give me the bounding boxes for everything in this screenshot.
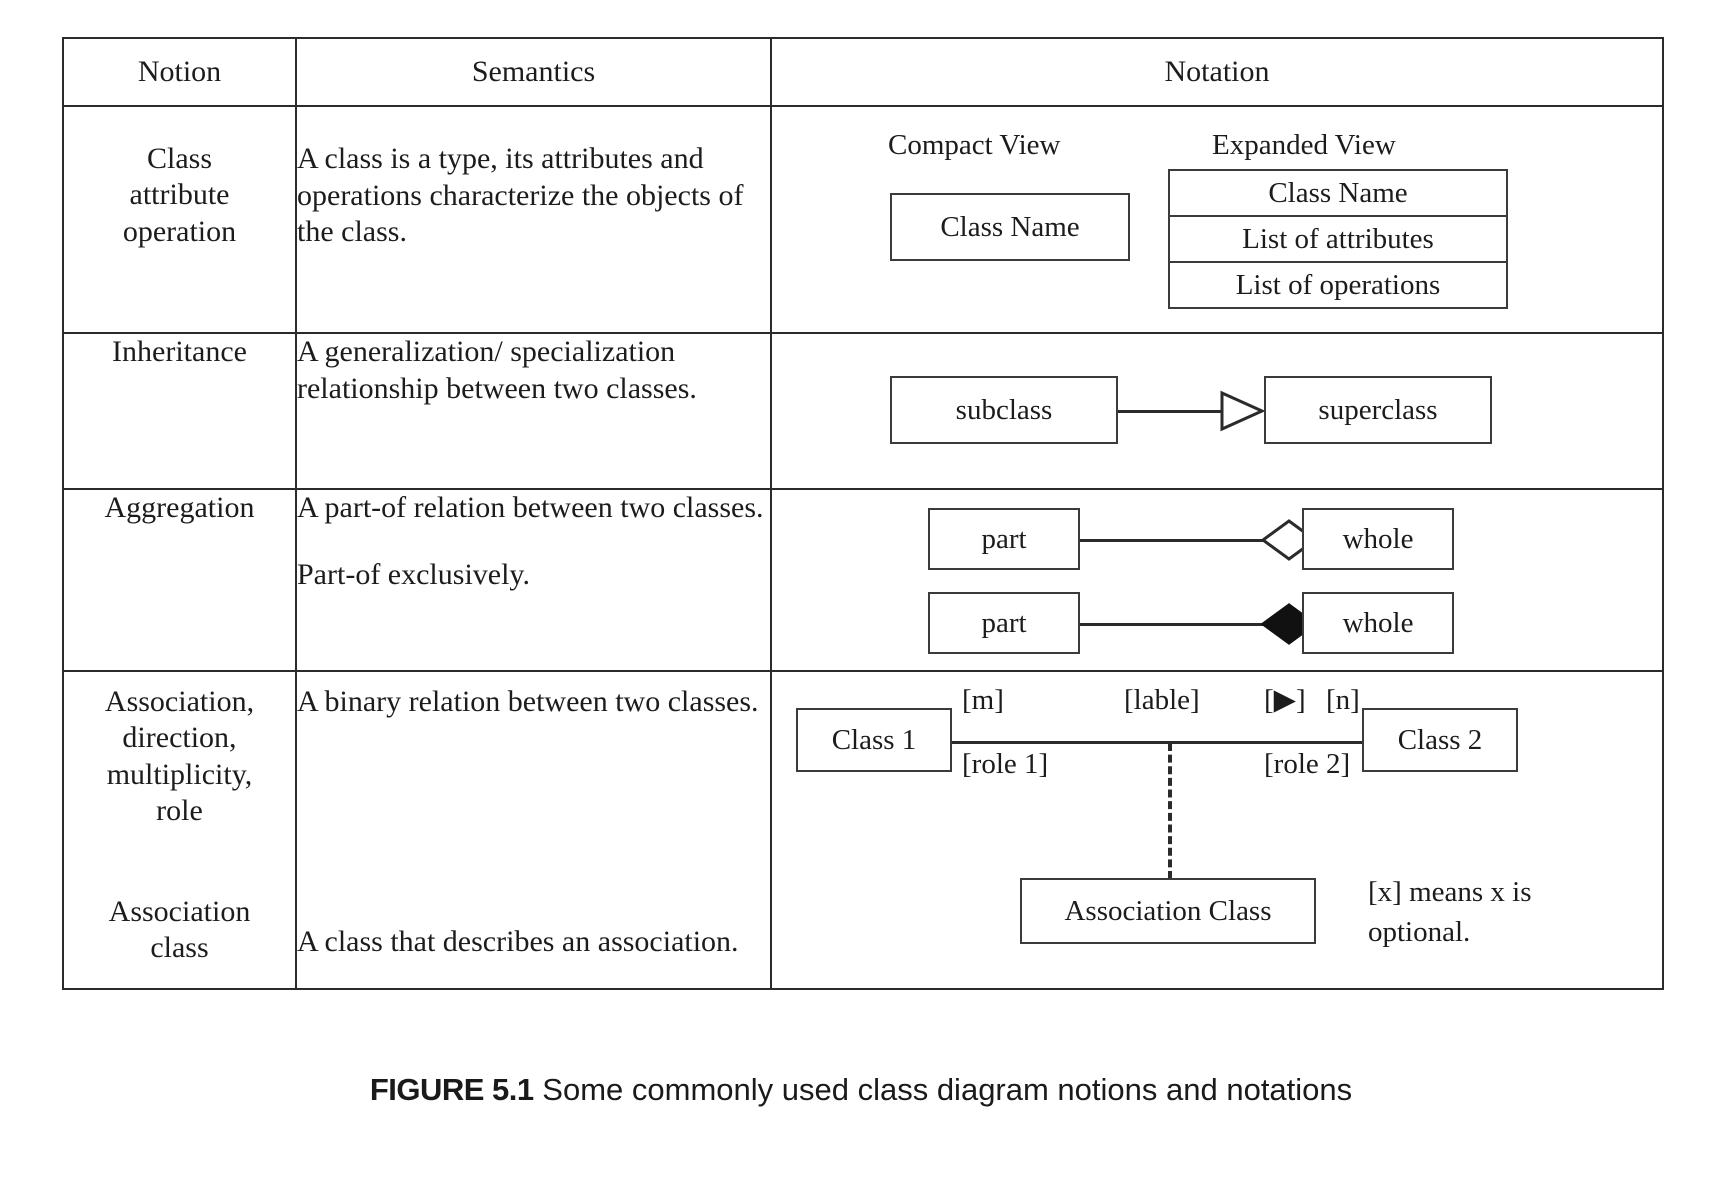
expanded-operations-box: List of operations [1168, 261, 1508, 309]
subclass-box: subclass [890, 376, 1118, 444]
compact-view-label: Compact View [888, 129, 1061, 161]
aggregation-connector-line [1080, 539, 1282, 542]
composition-part-box: part [928, 592, 1080, 654]
header-notation: Notation [770, 37, 1664, 107]
table-row-aggregation: Aggregation A part-of relation between t… [62, 488, 1664, 672]
notion-aggregation-line-1: Aggregation [104, 491, 255, 524]
header-notion: Notion [62, 37, 297, 107]
notion-association-line-1: Association, [104, 685, 255, 718]
notation-inheritance: subclass superclass [770, 332, 1664, 490]
multiplicity-right-label: [n] [1326, 684, 1360, 716]
notion-association-line-3: multiplicity, [106, 757, 253, 791]
superclass-box: superclass [1264, 376, 1492, 444]
figure-number: FIGURE 5.1 [369, 1072, 534, 1107]
semantics-class-text: A class is a type, its attributes and op… [297, 142, 744, 249]
notation-table: Notion Semantics Notation Class attribut… [62, 37, 1664, 990]
notion-association-class-line-2: class [150, 931, 209, 965]
semantics-inheritance-text: A generalization/ specialization relatio… [297, 335, 697, 405]
semantics-class: A class is a type, its attributes and op… [295, 105, 772, 334]
expanded-view-label: Expanded View [1212, 129, 1396, 161]
inheritance-connector-line [1118, 410, 1224, 413]
notation-class: Compact View Expanded View Class Name Cl… [770, 105, 1664, 334]
association-connector-line [952, 741, 1518, 744]
aggregation-whole-box: whole [1302, 508, 1454, 570]
notion-class: Class attribute operation [62, 105, 297, 334]
semantics-association-class-text: A class that describes an association. [297, 925, 739, 958]
optional-note-line-2: optional. [1368, 916, 1471, 948]
table-row-class: Class attribute operation A class is a t… [62, 105, 1664, 334]
figure-caption: FIGURE 5.1 Some commonly used class diag… [0, 1072, 1722, 1108]
notion-association-line-2: direction, [122, 721, 237, 755]
notion-class-line-2: attribute [129, 178, 230, 212]
notion-inheritance: Inheritance [62, 332, 297, 490]
semantics-aggregation-text-2: Part-of exclusively. [297, 557, 530, 591]
multiplicity-left-label: [m] [962, 684, 1004, 716]
optional-note-line-1: [x] means x is [1368, 876, 1532, 908]
notion-association: Association, direction, multiplicity, ro… [62, 670, 297, 990]
direction-marker-label: [▶] [1264, 684, 1306, 716]
notation-aggregation: part whole part whole [770, 488, 1664, 672]
semantics-inheritance: A generalization/ specialization relatio… [295, 332, 772, 490]
expanded-attributes-box: List of attributes [1168, 215, 1508, 263]
notion-association-line-4: role [156, 793, 203, 827]
aggregation-part-box: part [928, 508, 1080, 570]
notion-class-line-3: operation [122, 214, 237, 248]
notion-inheritance-line-1: Inheritance [112, 335, 247, 368]
compact-class-box: Class Name [890, 193, 1130, 261]
composition-whole-box: whole [1302, 592, 1454, 654]
notion-association-class-line-1: Association [108, 895, 251, 928]
header-semantics: Semantics [295, 37, 772, 107]
role-left-label: [role 1] [962, 748, 1049, 780]
semantics-aggregation-text-1: A part-of relation between two classes. [297, 491, 764, 524]
table-header-row: Notion Semantics Notation [62, 37, 1664, 107]
notion-aggregation: Aggregation [62, 488, 297, 672]
notation-association: Class 1 Class 2 [m] [role 1] [lable] [▶]… [770, 670, 1664, 990]
class2-box: Class 2 [1362, 708, 1518, 772]
table-row-inheritance: Inheritance A generalization/ specializa… [62, 332, 1664, 490]
association-class-box: Association Class [1020, 878, 1316, 944]
notion-class-line-1: Class [146, 142, 212, 175]
hollow-triangle-arrow-icon [1220, 390, 1264, 432]
class1-box: Class 1 [796, 708, 952, 772]
expanded-class-name-box: Class Name [1168, 169, 1508, 217]
semantics-association: A binary relation between two classes. A… [295, 670, 772, 990]
role-right-label: [role 2] [1264, 748, 1351, 780]
composition-connector-line [1080, 623, 1282, 626]
semantics-association-text: A binary relation between two classes. [297, 685, 759, 718]
association-label: [lable] [1124, 684, 1200, 716]
figure-caption-text: Some commonly used class diagram notions… [542, 1072, 1353, 1107]
association-class-dashed-link [1168, 743, 1172, 879]
semantics-aggregation: A part-of relation between two classes. … [295, 488, 772, 672]
table-row-association: Association, direction, multiplicity, ro… [62, 670, 1664, 990]
